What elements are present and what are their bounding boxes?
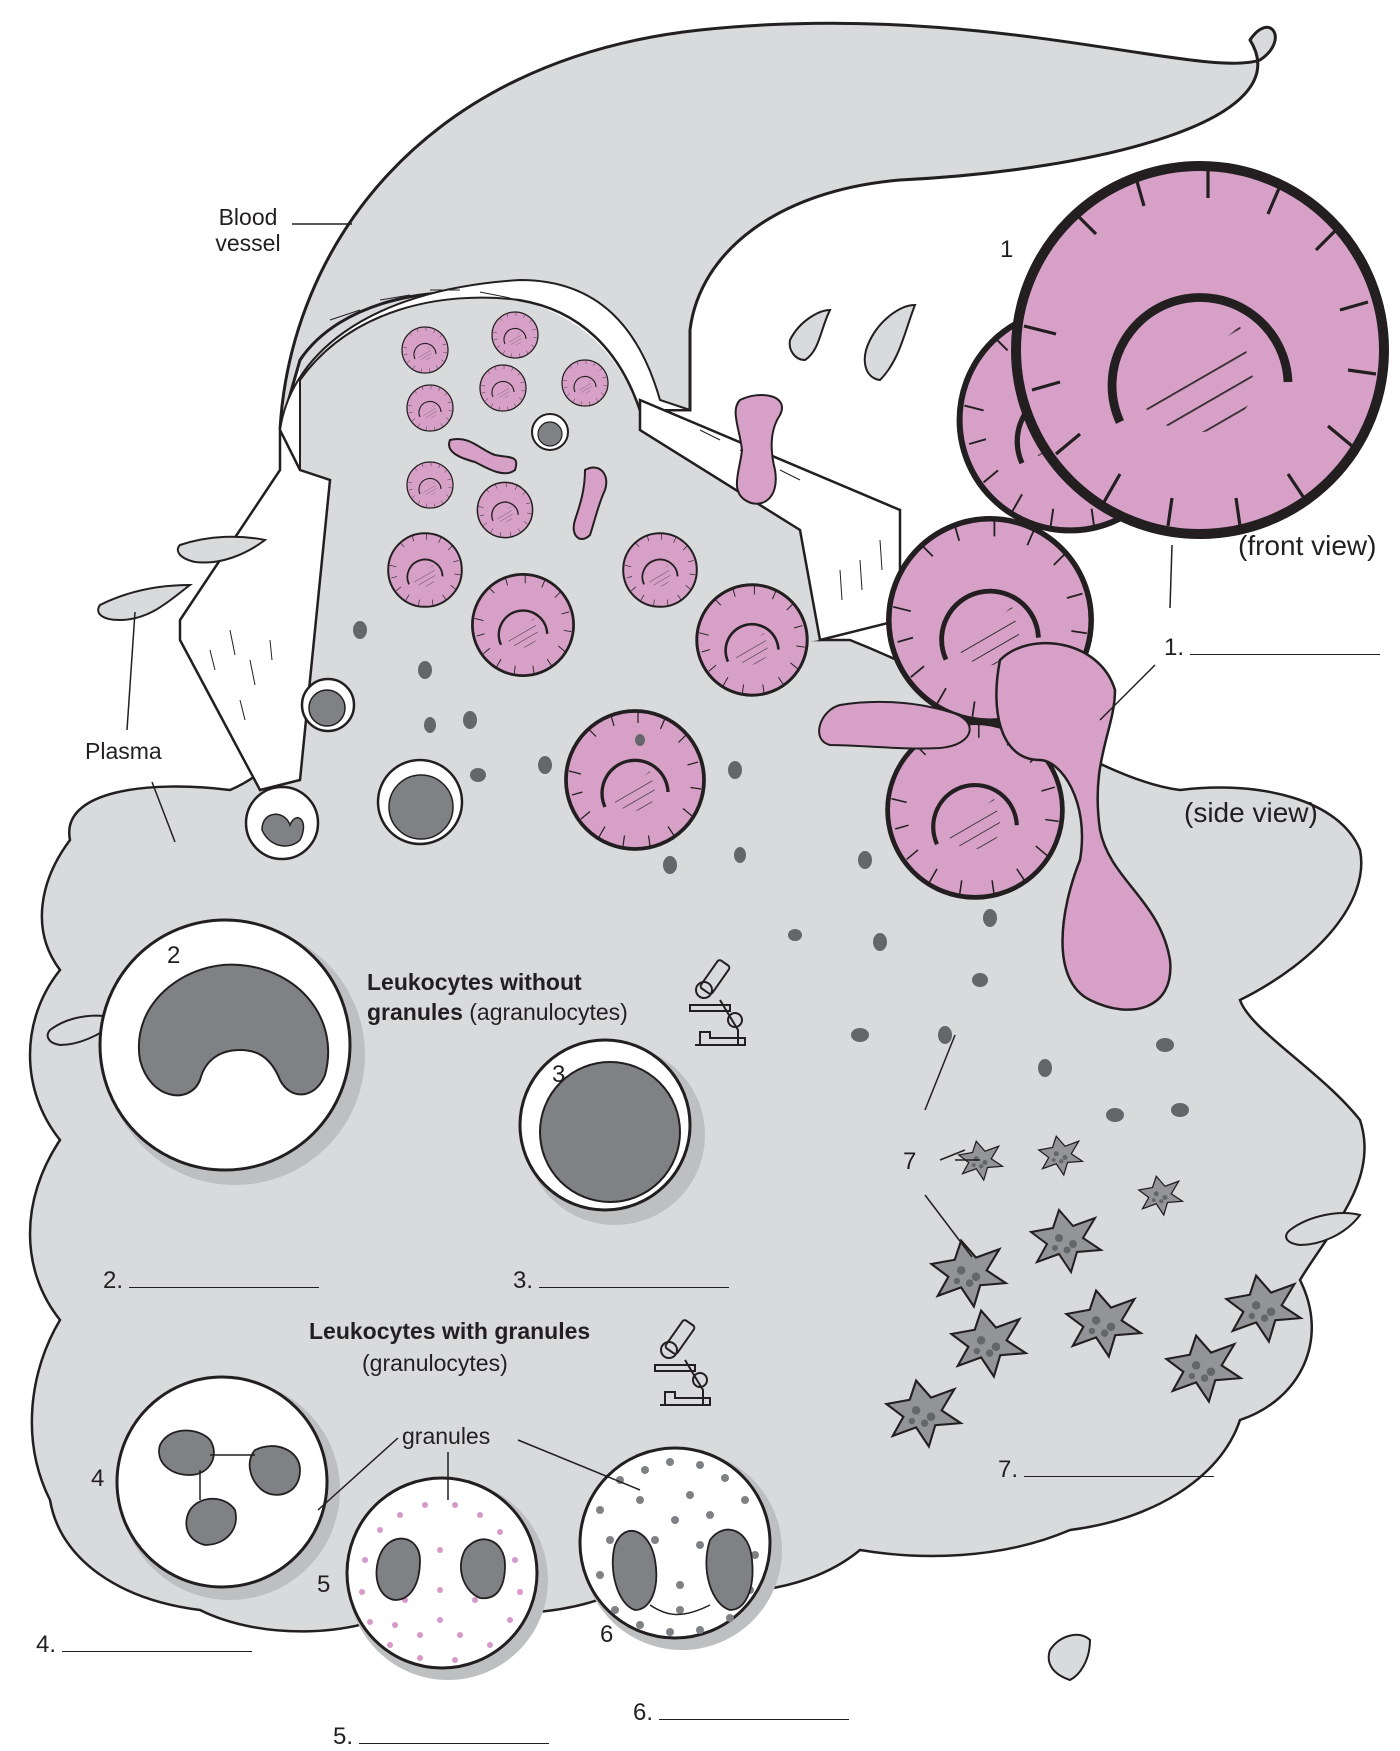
answer-number: 5. [333, 1723, 353, 1750]
answer-line[interactable] [539, 1267, 729, 1288]
plasma-droplet [790, 310, 830, 360]
answer-blank-3[interactable]: 3. [513, 1267, 729, 1295]
answer-number: 3. [513, 1267, 533, 1294]
answer-line[interactable] [129, 1267, 319, 1288]
cell-number-2: 2 [167, 942, 180, 970]
answer-blank-4[interactable]: 4. [36, 1631, 252, 1659]
agranulocytes-line2: granules (agranulocytes) [367, 999, 628, 1025]
front-view-label: (front view) [1238, 530, 1376, 562]
agranulocytes-title-2: granules [367, 999, 463, 1025]
answer-line[interactable] [359, 1723, 549, 1744]
granulocytes-subtitle: (granulocytes) [362, 1350, 508, 1376]
side-view-label: (side view) [1184, 797, 1318, 829]
answer-blank-7[interactable]: 7. [998, 1456, 1214, 1484]
cell-number-7: 7 [903, 1148, 916, 1176]
answer-number: 2. [103, 1267, 123, 1294]
answer-line[interactable] [1024, 1456, 1214, 1477]
answer-blank-6[interactable]: 6. [633, 1699, 849, 1727]
answer-blank-1[interactable]: 1. [1164, 634, 1380, 662]
answer-number: 6. [633, 1699, 653, 1726]
plasma-droplet [865, 305, 915, 380]
answer-blank-2[interactable]: 2. [103, 1267, 319, 1295]
cell-number-5: 5 [317, 1571, 330, 1599]
plasma-droplet [1049, 1635, 1090, 1680]
answer-number: 1. [1164, 634, 1184, 661]
cell-number-4: 4 [91, 1465, 104, 1493]
granules-label: granules [402, 1423, 490, 1449]
plasma-droplet [98, 585, 190, 620]
plasma-label: Plasma [85, 738, 162, 764]
agranulocytes-title: Leukocytes without [367, 969, 582, 995]
agranulocytes-subtitle: (agranulocytes) [469, 999, 628, 1025]
answer-number: 4. [36, 1631, 56, 1658]
answer-line[interactable] [62, 1631, 252, 1652]
granulocytes-title: Leukocytes with granules [309, 1318, 590, 1344]
answer-line[interactable] [659, 1699, 849, 1720]
cell-number-3: 3 [552, 1061, 565, 1089]
answer-line[interactable] [1190, 634, 1380, 655]
answer-number: 7. [998, 1456, 1018, 1483]
cell-number-1: 1 [1000, 236, 1013, 264]
cell-number-6: 6 [600, 1621, 613, 1649]
blood-vessel-label: Blood vessel [208, 204, 288, 257]
answer-blank-5[interactable]: 5. [333, 1723, 549, 1751]
